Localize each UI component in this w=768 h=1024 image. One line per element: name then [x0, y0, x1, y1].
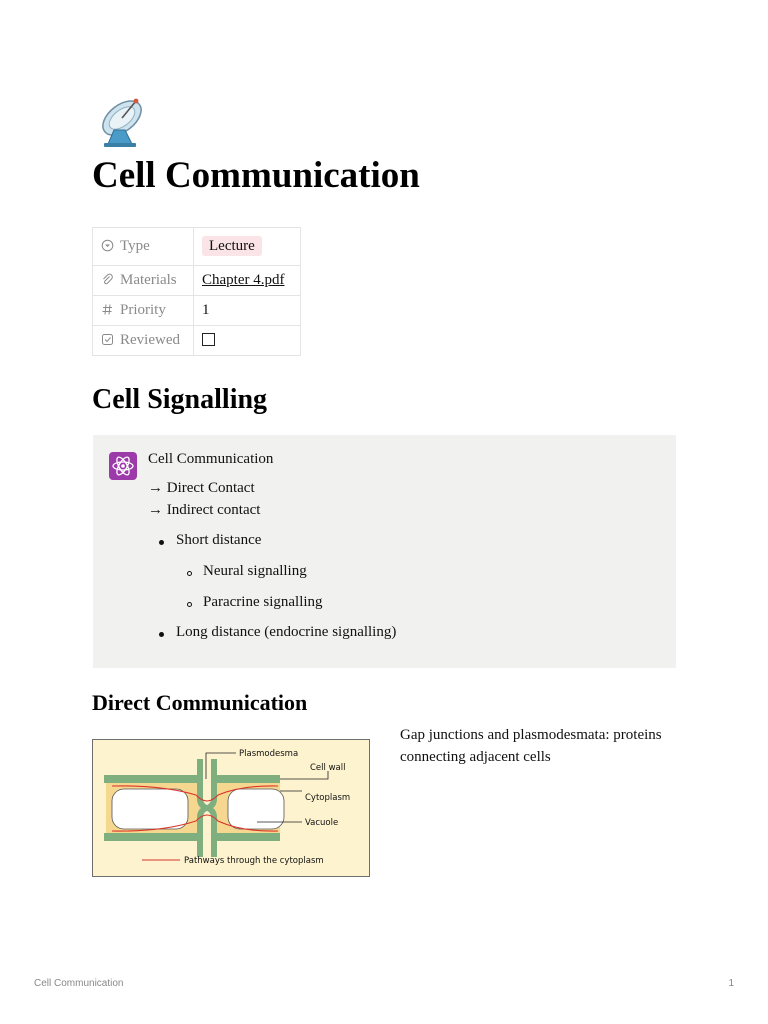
property-key-priority: Priority [92, 295, 194, 326]
page-number: 1 [728, 978, 734, 989]
property-key-type: Type [92, 227, 194, 266]
atom-icon [109, 452, 137, 480]
label-cell-wall: Cell wall [310, 763, 345, 773]
callout-block: Cell Communication → Direct Contact → In… [93, 435, 676, 668]
list-item-long-distance: Long distance (endocrine signalling) [176, 624, 397, 640]
list-item-paracrine-signalling: Paracrine signalling [203, 594, 323, 610]
direct-communication-description: Gap junctions and plasmodesmata: protein… [400, 727, 662, 765]
plasmodesma-diagram: Plasmodesma Cell wall Cytoplasm Vacuole … [92, 739, 370, 877]
page-title: Cell Communication [92, 155, 420, 196]
label-cytoplasm: Cytoplasm [305, 793, 350, 803]
property-row-materials[interactable]: Materials Chapter 4.pdf [92, 265, 301, 296]
satellite-dish-icon [102, 98, 142, 147]
properties-table: Type Lecture Materials Chapter 4.pdf Pri… [92, 227, 301, 356]
footer-title: Cell Communication [34, 978, 124, 989]
arrow-item-indirect-contact: → Indirect contact [148, 502, 261, 518]
property-key-materials: Materials [92, 265, 194, 296]
section-heading: Cell Signalling [92, 384, 268, 415]
list-item-neural-signalling: Neural signalling [203, 563, 307, 579]
label-pathways: Pathways through the cytoplasm [184, 856, 324, 866]
sub-bullet-marker [187, 571, 192, 576]
bullet-marker [159, 540, 164, 545]
label-vacuole: Vacuole [305, 818, 338, 828]
property-row-type[interactable]: Type Lecture [92, 227, 301, 266]
callout-title: Cell Communication [148, 451, 274, 467]
materials-file-link[interactable]: Chapter 4.pdf [202, 272, 285, 288]
property-value-reviewed[interactable] [193, 325, 301, 356]
hash-icon [102, 304, 112, 315]
arrow-item-direct-contact: → Direct Contact [148, 480, 255, 496]
property-row-reviewed[interactable]: Reviewed [92, 325, 301, 356]
bullet-marker [159, 632, 164, 637]
label-plasmodesma: Plasmodesma [239, 749, 298, 759]
property-value-priority[interactable]: 1 [193, 295, 301, 326]
paperclip-icon [103, 273, 113, 285]
type-tag[interactable]: Lecture [202, 236, 262, 256]
property-value-type[interactable]: Lecture [193, 227, 301, 266]
sub-bullet-marker [187, 602, 192, 607]
property-row-priority[interactable]: Priority 1 [92, 295, 301, 326]
checkbox-icon [102, 334, 113, 345]
reviewed-checkbox[interactable] [202, 333, 215, 346]
list-item-short-distance: Short distance [176, 532, 262, 548]
direct-communication-heading: Direct Communication [92, 690, 308, 715]
property-key-reviewed: Reviewed [92, 325, 194, 356]
property-value-materials[interactable]: Chapter 4.pdf [193, 265, 301, 296]
select-circle-icon [101, 239, 114, 252]
